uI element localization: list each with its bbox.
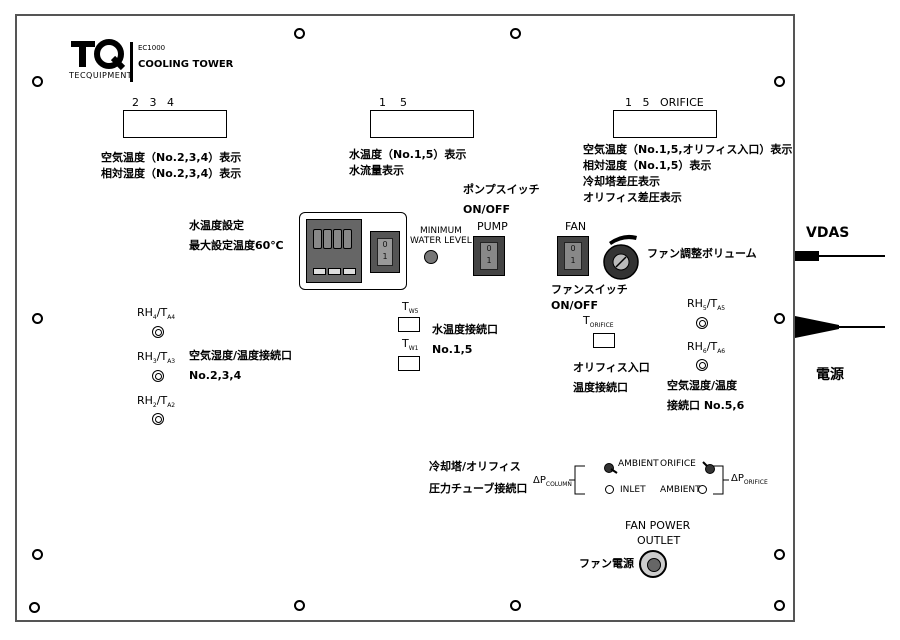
screw [32,549,43,560]
left-sensors-label-2: No.2,3,4 [189,369,242,382]
display-mid-channels: 1 5 [379,96,407,109]
tw5-label: TW5 [402,300,419,316]
screw [774,313,785,324]
heater-label-1: 水温度設定 [189,219,244,232]
min-water-label-1: MINIMUM [420,226,462,236]
cooling-tower-front-panel: TECQUIPMENT EC1000 COOLING TOWER 2 3 4 空… [15,14,795,622]
display-right-label-3: 冷却塔差圧表示 [583,175,660,188]
min-water-level-lamp [424,250,438,264]
outlet-label-jp: ファン電源 [579,557,634,570]
fan-volume-knob[interactable] [601,232,645,288]
display-right-channels: 1 5 ORIFICE [625,96,704,109]
display-left [123,110,227,138]
controller-display [306,219,362,283]
outlet-label-1: FAN POWER [625,519,691,532]
display-right-label-1: 空気温度（No.1,5,オリフィス入口）表示 [583,143,793,156]
pump-label-en: PUMP [477,220,508,233]
display-left-label-1: 空気温度（No.2,3,4）表示 [101,151,242,164]
water-ports-label-2: No.1,5 [432,343,473,356]
water-ports-label-1: 水温度接続口 [432,323,498,336]
inlet-label: INLET [620,485,646,495]
heater-label-2: 最大設定温度60℃ [189,239,284,252]
power-cable [795,312,885,342]
outlet-label-2: OUTLET [637,534,681,547]
dp-orifice-label: ΔPORIFICE [731,473,768,486]
sensor-rh4-socket[interactable] [152,326,164,338]
display-right-label-2: 相対湿度（No.1,5）表示 [583,159,712,172]
sensor-rh3-label: RH3/TA3 [137,350,176,366]
display-mid [370,110,474,138]
power-label: 電源 [816,367,844,383]
screw [774,549,785,560]
controller-buttons[interactable] [313,260,357,275]
min-water-label-2: WATER LEVEL [410,236,472,246]
torifice-port[interactable] [593,333,615,348]
screw [32,76,43,87]
fan-volume-label: ファン調整ボリューム [647,247,757,260]
fan-label-jp-1: ファンスイッチ [551,283,628,296]
display-mid-label-2: 水流量表示 [349,164,404,177]
screw [29,602,40,613]
display-mid-label-1: 水温度（No.1,5）表示 [349,148,467,161]
screw [774,600,785,611]
pressure-label-2: 圧力チューブ接続口 [429,482,528,495]
sensor-rh4-label: RH4/TA4 [137,306,176,322]
screw [510,600,521,611]
tecquipment-logo: TECQUIPMENT [69,38,133,82]
display-left-label-2: 相対湿度（No.2,3,4）表示 [101,167,242,180]
screw [294,600,305,611]
pump-label-jp-2: ON/OFF [463,203,510,216]
model-number: EC1000 [138,44,166,52]
fan-label-jp-2: ON/OFF [551,299,598,312]
sensor-rh6-socket[interactable] [696,359,708,371]
left-sensors-label-1: 空気湿度/温度接続口 [189,349,293,362]
orifice-label: ORIFICE [660,459,696,469]
brand-name: TECQUIPMENT [69,71,133,80]
right-sensors-label-1: 空気湿度/温度 [667,379,738,392]
sensor-rh2-socket[interactable] [152,413,164,425]
display-left-channels: 2 3 4 [132,96,174,109]
valve-ambient-inlet[interactable] [604,459,618,474]
sensor-rh3-socket[interactable] [152,370,164,382]
orifice-port-label-1: オリフィス入口 [573,361,650,374]
display-right-label-4: オリフィス差圧表示 [583,191,682,204]
display-right [613,110,717,138]
tw1-port[interactable] [398,356,420,371]
screw [510,28,521,39]
fan-label-en: FAN [565,220,587,233]
ambient2-port[interactable] [698,485,707,494]
screw [774,76,785,87]
sensor-rh5-socket[interactable] [696,317,708,329]
dp-column-label: ΔPCOLUMN [533,475,572,488]
tw5-port[interactable] [398,317,420,332]
pressure-label-1: 冷却塔/オリフィス [429,460,521,473]
orifice-port-label-2: 温度接続口 [573,381,628,394]
fan-power-outlet[interactable] [639,550,667,578]
inlet-port[interactable] [605,485,614,494]
torifice-label: TORIFICE [583,314,614,330]
logo-divider [130,42,133,82]
screw [294,28,305,39]
sensor-rh2-label: RH2/TA2 [137,394,176,410]
product-name: COOLING TOWER [138,59,234,70]
sensor-rh6-label: RH6/TA6 [687,340,726,356]
vdas-cable [795,248,885,264]
vdas-label: VDAS [806,225,850,241]
valve-orifice-ambient[interactable] [701,459,715,474]
screw [32,313,43,324]
sensor-rh5-label: RH5/TA5 [687,297,726,313]
tw1-label: TW1 [402,337,419,353]
right-sensors-label-2: 接続口 No.5,6 [667,399,745,412]
pump-label-jp-1: ポンプスイッチ [463,183,540,196]
ambient2-label: AMBIENT [660,485,701,495]
pressure-bracket [569,462,729,502]
ambient-label: AMBIENT [618,459,659,469]
